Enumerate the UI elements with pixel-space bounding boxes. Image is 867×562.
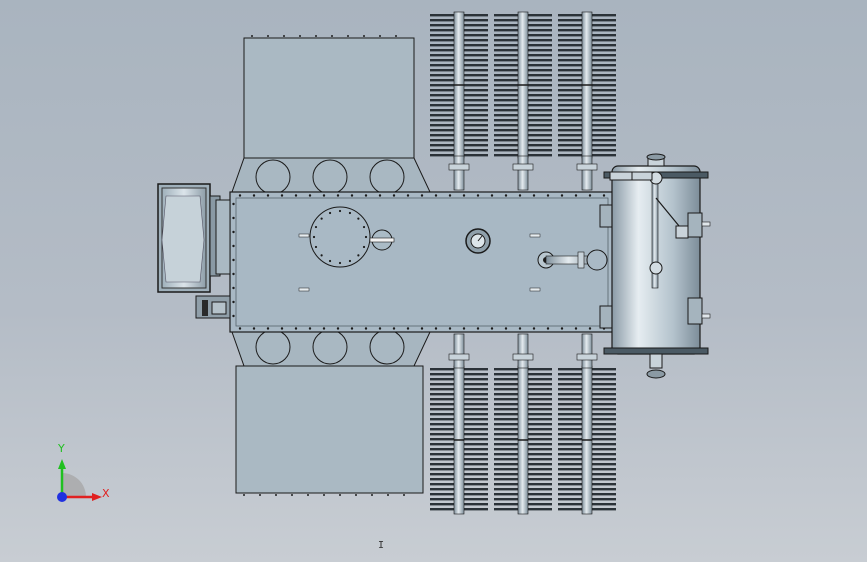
radiator-fins xyxy=(558,11,616,159)
radiator-fins xyxy=(430,11,488,159)
radiator-banks xyxy=(430,11,616,515)
radiator-fins xyxy=(494,11,552,159)
triad-y-label: Y xyxy=(58,442,65,455)
radiator-fins xyxy=(430,365,488,515)
lower-cooler-box xyxy=(231,329,431,496)
control-cabinet xyxy=(157,183,231,319)
radiator-fins xyxy=(558,365,616,515)
radiator-fins xyxy=(494,365,552,515)
triad-x-label: X xyxy=(102,487,110,500)
coordinate-triad xyxy=(57,459,102,502)
conservator-tank xyxy=(603,153,711,379)
main-tank xyxy=(229,191,615,333)
upper-cooler-box xyxy=(231,35,431,195)
upper-cooler-bolts xyxy=(251,35,397,37)
text-cursor-icon: I xyxy=(378,540,385,551)
